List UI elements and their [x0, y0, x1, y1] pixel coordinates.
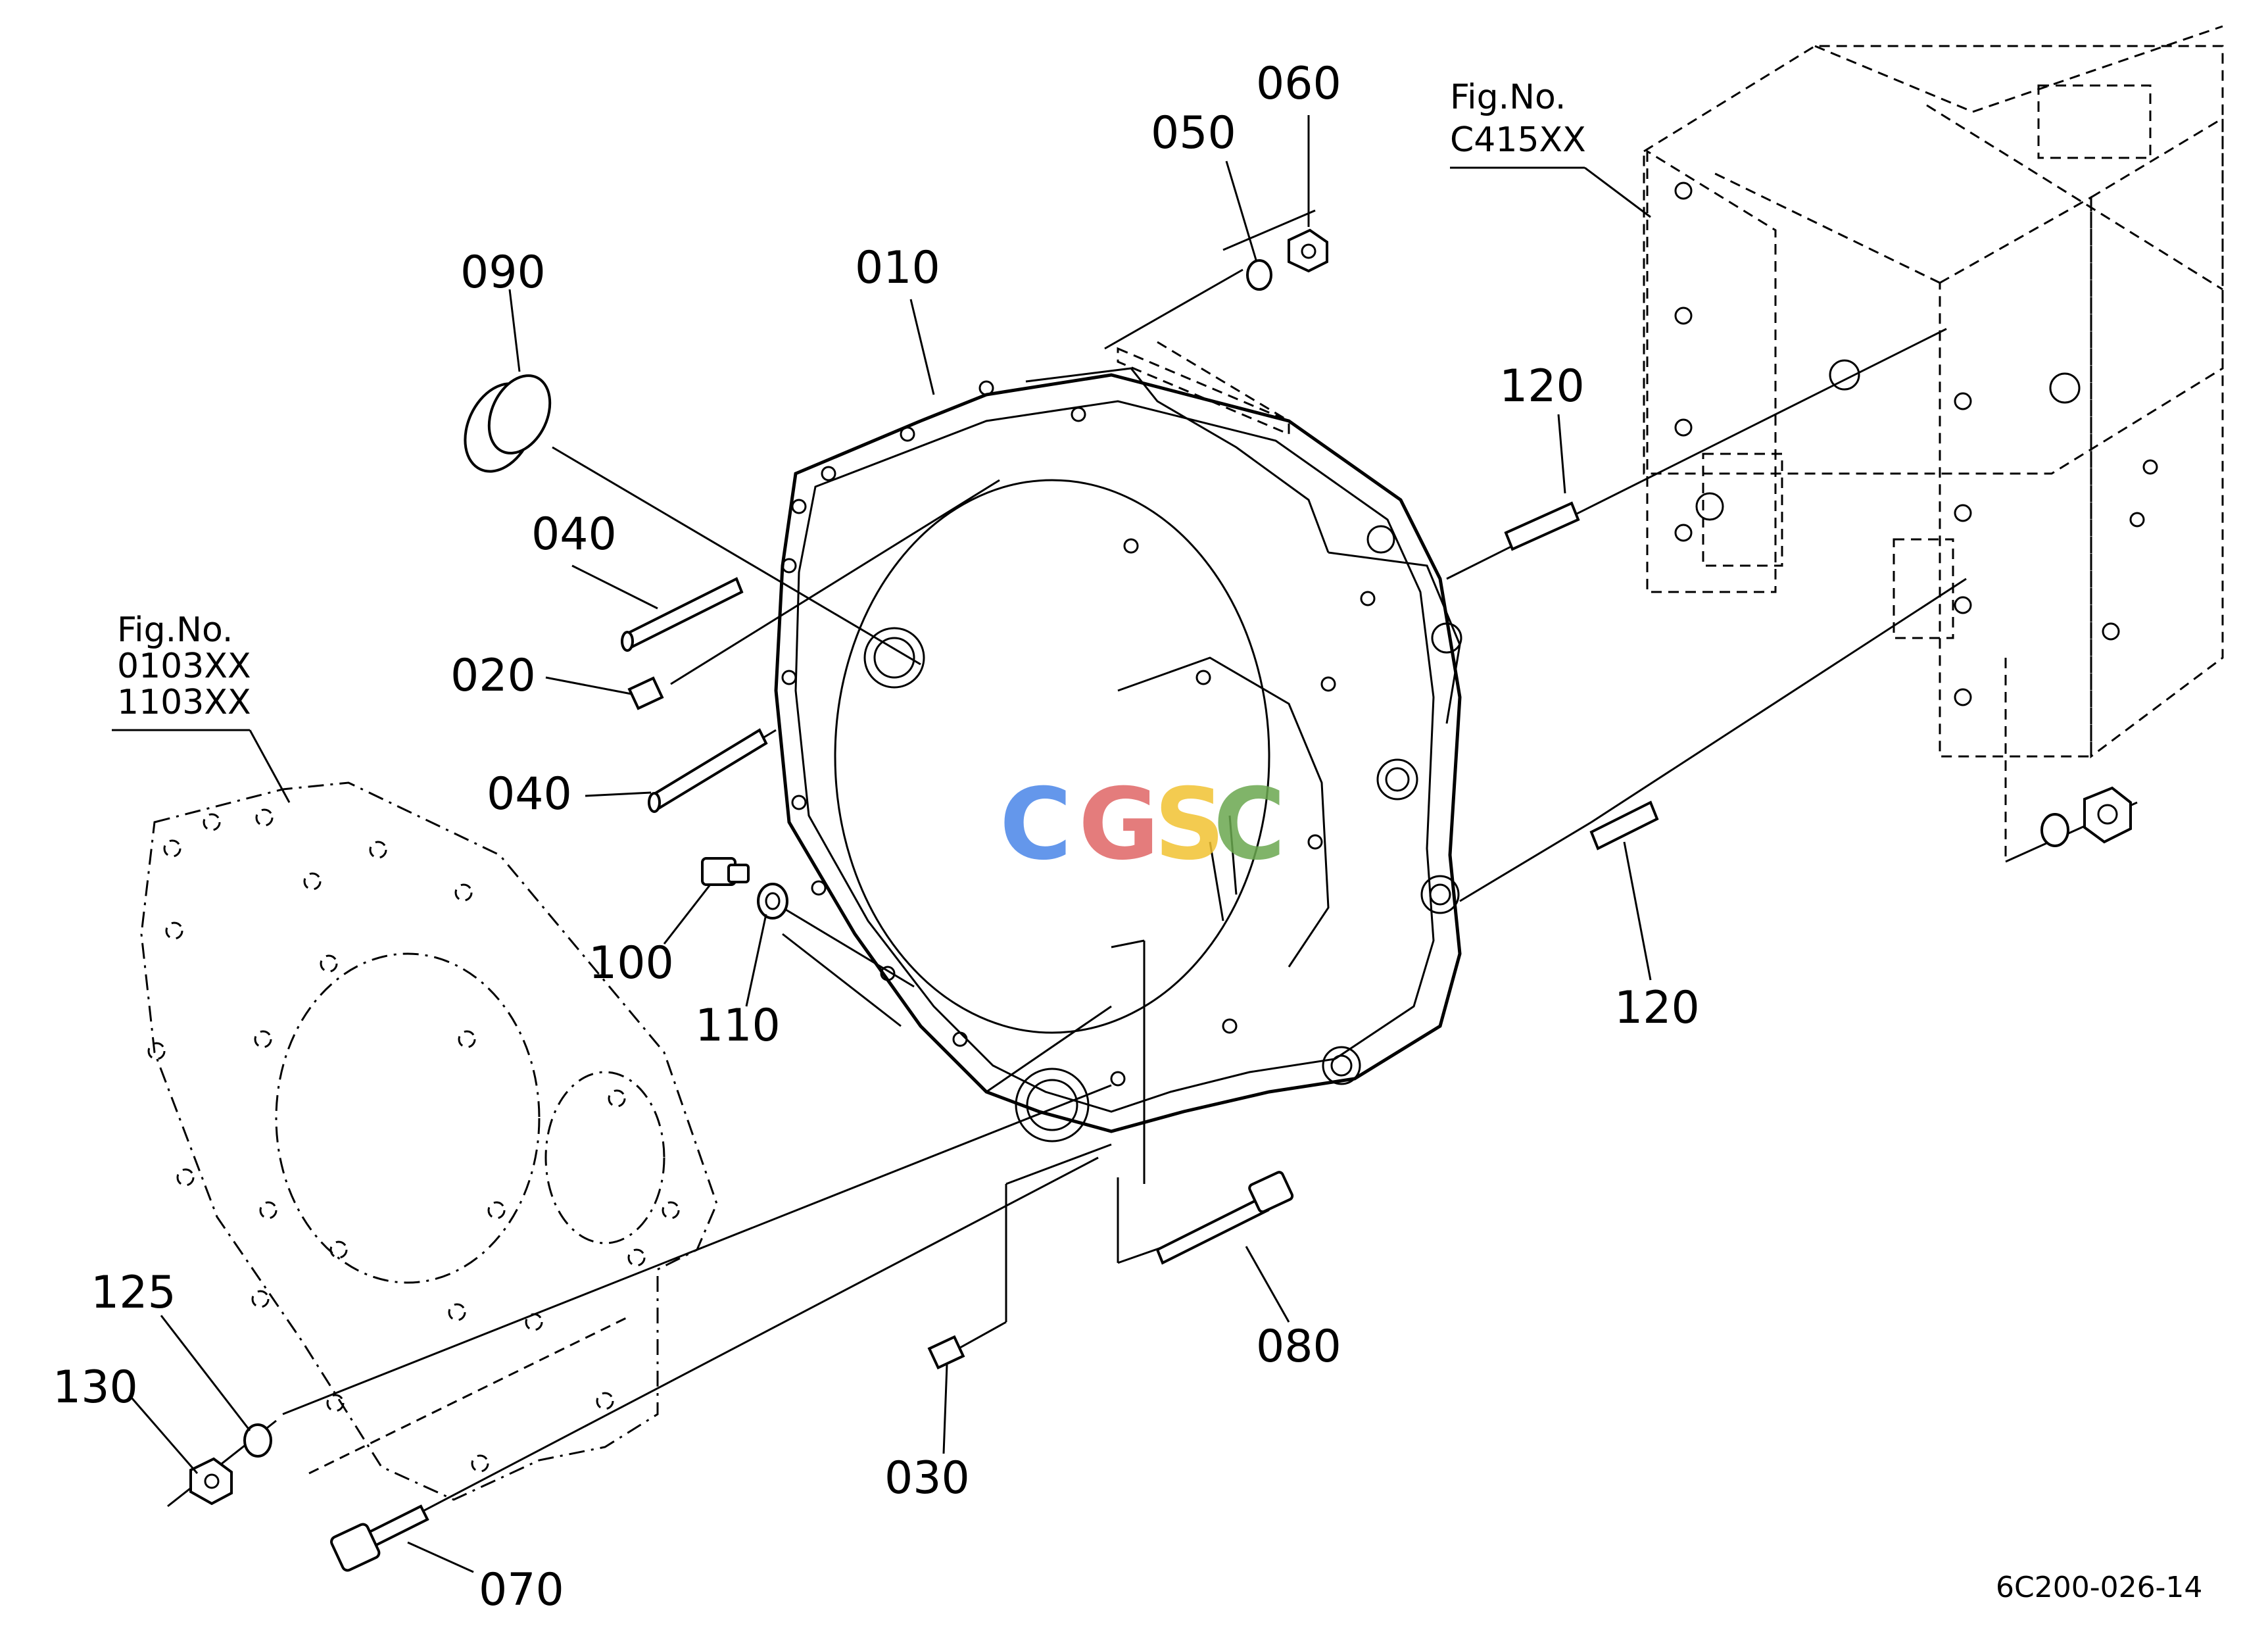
label-050: 050 — [1151, 107, 1236, 159]
label-120-lower: 120 — [1614, 982, 1700, 1034]
fig-ref-left: Fig.No. 0103XX 1103XX — [117, 610, 251, 722]
watermark-c2: C — [1213, 768, 1286, 882]
fig-ref-left-line1: Fig.No. — [117, 610, 233, 650]
label-090: 090 — [460, 247, 546, 299]
part-110-gasket — [757, 883, 788, 920]
fig-ref-left-line3: 1103XX — [117, 683, 251, 722]
label-040-upper: 040 — [531, 508, 617, 560]
label-080: 080 — [1256, 1321, 1341, 1373]
part-040-stud-lower — [648, 728, 768, 813]
label-040-lower: 040 — [487, 768, 572, 820]
label-110: 110 — [695, 1000, 781, 1052]
watermark-g: G — [1078, 768, 1159, 882]
label-120-upper: 120 — [1499, 360, 1585, 412]
part-050-washer — [1246, 259, 1272, 291]
part-120-stud-upper — [1504, 501, 1580, 551]
watermark-s: S — [1154, 768, 1225, 882]
part-130-nut — [189, 1457, 233, 1506]
label-030: 030 — [884, 1452, 970, 1504]
part-125-washer — [243, 1423, 272, 1458]
part-080-bolt — [1155, 1171, 1294, 1265]
fig-ref-right-line1: Fig.No. — [1450, 78, 1566, 117]
transmission-frame-outline — [1643, 25, 2224, 863]
watermark-logo: C G S C — [1000, 768, 1286, 882]
part-090-plug — [464, 374, 552, 473]
part-060-nut — [1288, 228, 1328, 273]
watermark-c1: C — [1000, 768, 1072, 882]
frame-nut — [2083, 786, 2132, 844]
part-070-bolt — [330, 1504, 429, 1572]
label-070: 070 — [479, 1564, 564, 1616]
leader-lines — [112, 115, 1652, 1573]
adapter-plate-outline — [140, 781, 718, 1501]
drawing-code: 6C200-026-14 — [1996, 1571, 2202, 1604]
part-100-plug — [701, 857, 750, 886]
fig-ref-left-line2: 0103XX — [117, 647, 251, 686]
label-125: 125 — [91, 1267, 176, 1319]
label-100: 100 — [589, 937, 674, 989]
part-120-stud-lower — [1589, 800, 1659, 850]
part-labels: 010 020 030 040 040 050 060 070 080 090 … — [53, 58, 1700, 1616]
fig-ref-right: Fig.No. C415XX — [1450, 78, 1586, 160]
part-020-pin — [627, 676, 664, 710]
label-060: 060 — [1256, 58, 1341, 110]
clutch-housing — [774, 341, 1462, 1143]
fig-ref-right-line2: C415XX — [1450, 120, 1586, 160]
frame-washer — [2040, 813, 2069, 847]
label-020: 020 — [450, 650, 536, 702]
part-030-pin — [927, 1335, 965, 1370]
label-010: 010 — [855, 242, 940, 294]
part-040-stud-upper — [621, 577, 744, 652]
label-130: 130 — [53, 1362, 138, 1413]
